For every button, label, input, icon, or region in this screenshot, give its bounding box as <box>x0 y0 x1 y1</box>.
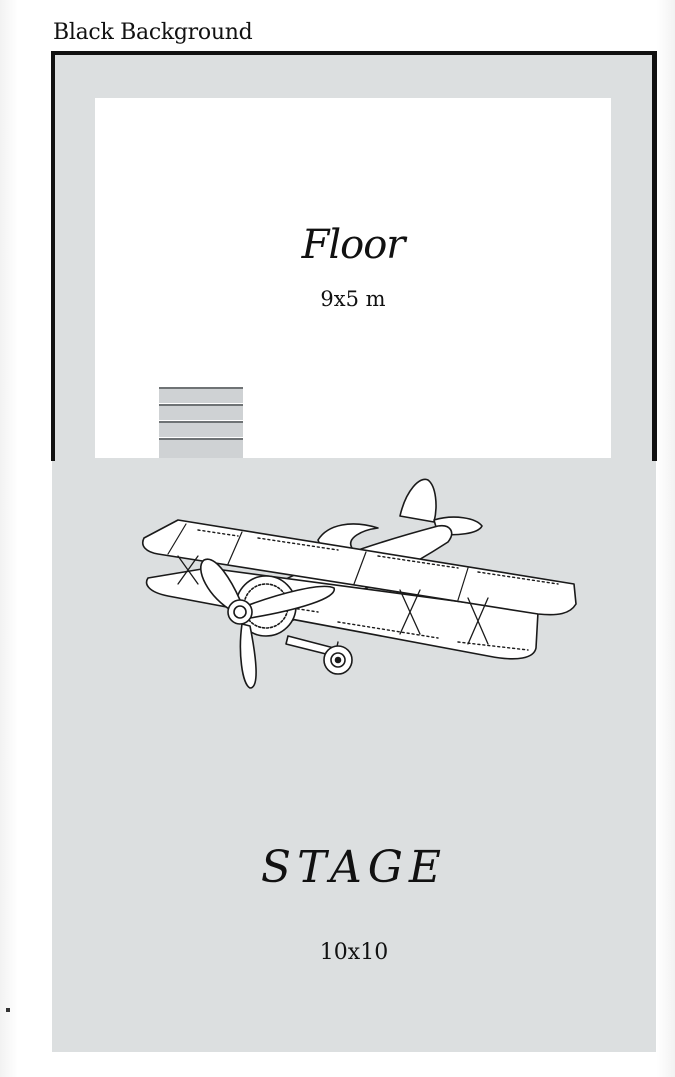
black-background-wall-top <box>52 51 656 55</box>
black-background-wall-right <box>652 51 657 461</box>
stair-step <box>159 404 243 420</box>
biplane-illustration-icon <box>142 478 577 689</box>
stairs <box>159 387 243 458</box>
stair-step <box>159 421 243 437</box>
stage-size: 10x10 <box>319 940 389 965</box>
black-background-wall-left <box>51 51 55 461</box>
background-label: Black Background <box>53 20 253 45</box>
stair-step <box>159 438 243 458</box>
stair-step <box>159 387 243 403</box>
floor-size: 9x5 m <box>320 287 386 311</box>
edge-mark <box>6 1008 10 1012</box>
floor-title: Floor <box>301 222 406 268</box>
stage-title: STAGE <box>260 842 448 893</box>
